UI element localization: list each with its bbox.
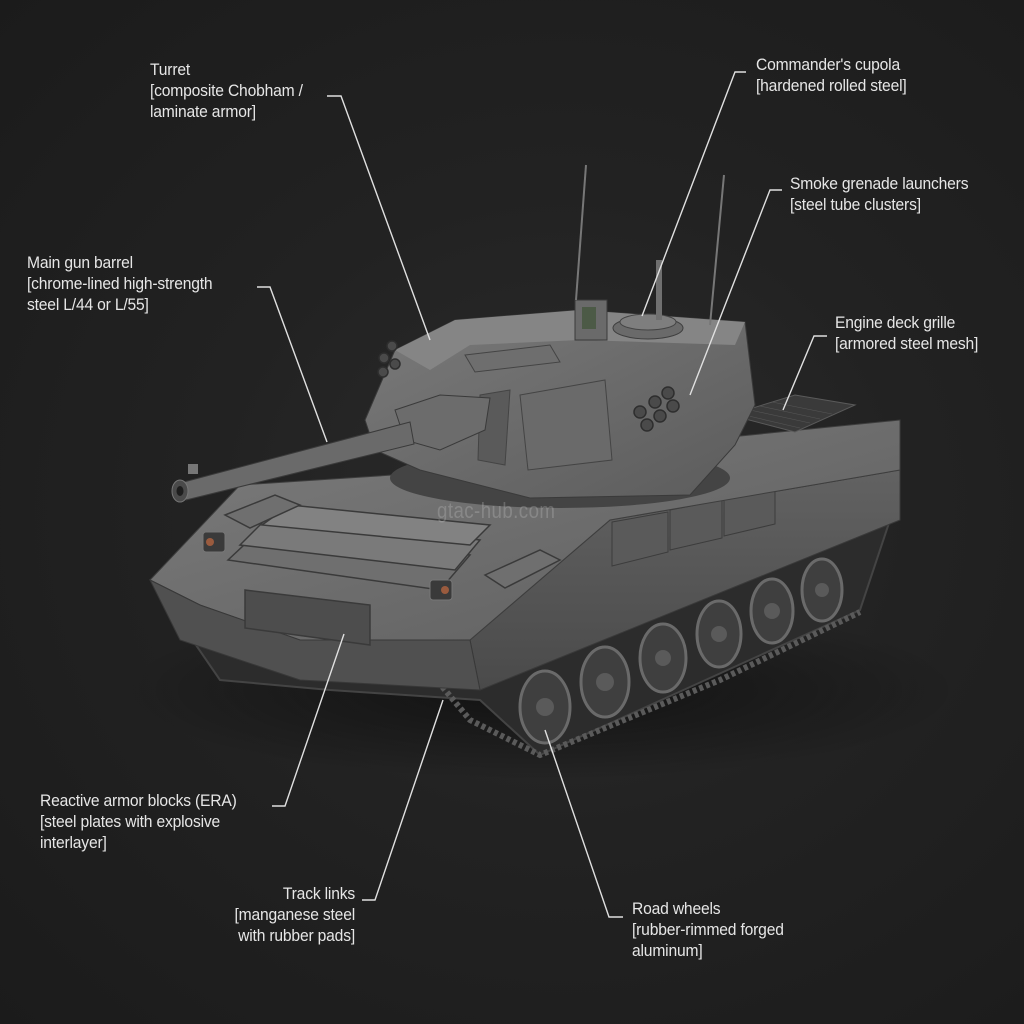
callout-engine-deck-grille: Engine deck grille [armored steel mesh] <box>835 312 978 354</box>
watermark: gtac-hub.com <box>437 498 556 523</box>
engine-deck-grille <box>728 394 857 433</box>
callout-material: [steel plates with explosive <box>40 812 221 831</box>
callout-title: Main gun barrel <box>27 253 133 272</box>
callout-material: interlayer] <box>40 833 107 852</box>
callout-material: [rubber-rimmed forged <box>632 920 784 939</box>
commanders-cupola <box>574 260 684 341</box>
antennas <box>575 164 725 326</box>
callout-title: Track links <box>282 884 355 903</box>
leader-turret <box>327 95 431 341</box>
leader-main-gun-barrel <box>257 286 328 443</box>
callout-smoke-grenade-launchers: Smoke grenade launchers [steel tube clus… <box>790 173 969 215</box>
callout-track-links: Track links [manganese steel with rubber… <box>234 883 355 946</box>
callout-material: [manganese steel <box>234 905 355 924</box>
headlights <box>202 531 453 601</box>
callout-material: steel L/44 or L/55] <box>27 295 149 314</box>
callout-reactive-armor-blocks: Reactive armor blocks (ERA) [steel plate… <box>40 790 237 853</box>
callout-material: [armored steel mesh] <box>835 334 979 353</box>
leader-commanders-cupola <box>641 71 746 317</box>
callout-title: Road wheels <box>632 899 721 918</box>
callout-material: with rubber pads] <box>238 926 355 945</box>
callout-title: Commander's cupola <box>756 55 900 74</box>
leader-reactive-armor-blocks <box>272 633 345 807</box>
callout-material: [chrome-lined high-strength <box>27 274 213 293</box>
callout-material: laminate armor] <box>150 102 256 121</box>
callout-leader-lines <box>257 71 827 918</box>
callout-title: Engine deck grille <box>835 313 956 332</box>
leader-engine-deck-grille <box>782 335 827 411</box>
reactive-armor-blocks <box>223 494 562 646</box>
callout-material: [hardened rolled steel] <box>756 76 907 95</box>
callout-title: Smoke grenade launchers <box>790 174 969 193</box>
main-gun-barrel <box>171 394 491 503</box>
callout-material: [steel tube clusters] <box>790 195 921 214</box>
callout-main-gun-barrel: Main gun barrel [chrome-lined high-stren… <box>27 252 213 315</box>
callout-road-wheels: Road wheels [rubber-rimmed forged alumin… <box>632 898 784 961</box>
callout-turret: Turret [composite Chobham / laminate arm… <box>150 59 303 122</box>
leader-road-wheels <box>544 729 623 918</box>
callout-material: aluminum] <box>632 941 703 960</box>
callout-title: Turret <box>150 60 191 79</box>
leader-track-links <box>362 699 444 901</box>
callout-title: Reactive armor blocks (ERA) <box>40 791 237 810</box>
smoke-grenade-launchers <box>377 340 680 432</box>
callout-material: [composite Chobham / <box>150 81 303 100</box>
callout-commanders-cupola: Commander's cupola [hardened rolled stee… <box>756 54 907 96</box>
leader-smoke-grenade-launchers <box>689 189 782 396</box>
